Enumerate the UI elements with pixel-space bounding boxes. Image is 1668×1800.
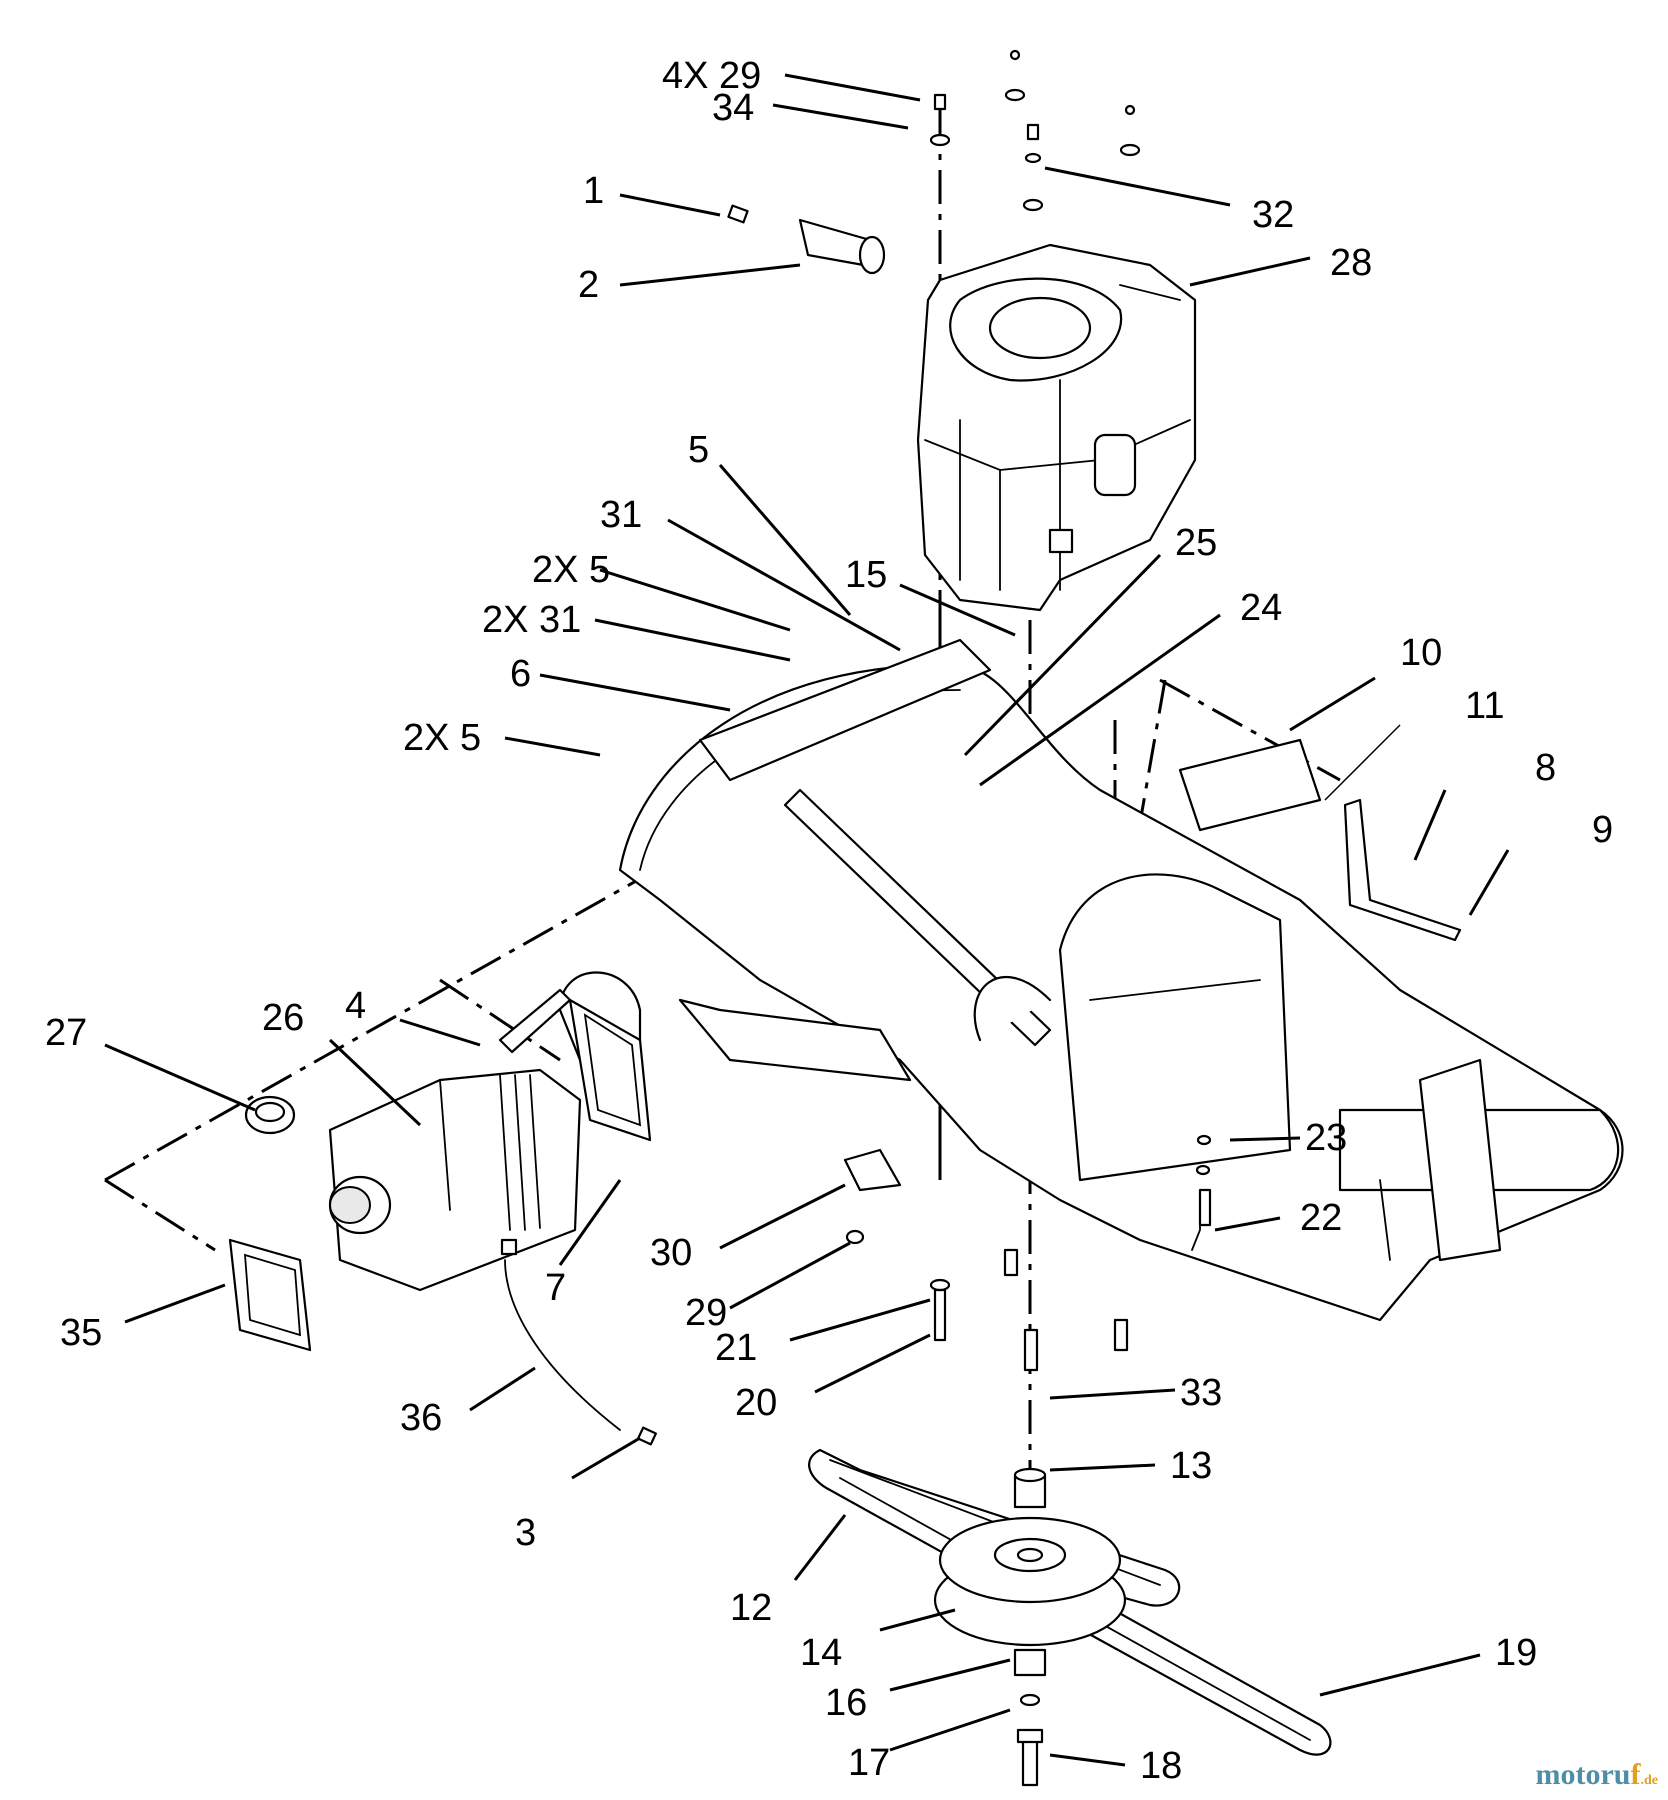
- callout-3: 3: [515, 1512, 536, 1554]
- callout-4: 4: [345, 985, 366, 1027]
- callout-24: 24: [1240, 587, 1282, 629]
- part-14-pulley: [933, 1516, 1127, 1647]
- part-10-plate: [1178, 738, 1322, 832]
- part-36-fuel-line: [500, 1238, 621, 1431]
- callout-32: 32: [1252, 194, 1294, 236]
- callout-36: 36: [400, 1397, 442, 1439]
- callout-16: 16: [825, 1682, 867, 1724]
- callout-17: 17: [848, 1742, 890, 1784]
- callout-8: 8: [1535, 747, 1556, 789]
- callout-25: 25: [1175, 522, 1217, 564]
- part-9-bracket: [1343, 798, 1462, 942]
- part-27-fuel-cap: [244, 1095, 296, 1135]
- callout-26: 26: [262, 997, 304, 1039]
- callout-19: 19: [1495, 1632, 1537, 1674]
- callout-27: 27: [45, 1012, 87, 1054]
- part-1-screw: [727, 204, 749, 224]
- callout-34: 34: [712, 87, 754, 129]
- part-2-tube: [798, 218, 886, 275]
- part-22-rod: [1191, 1164, 1211, 1251]
- callout-4x29: 4X 29: [662, 55, 761, 97]
- watermark-brand: motoru: [1535, 1758, 1631, 1791]
- part-16-17-18-bolt: [1013, 1648, 1047, 1787]
- part-7-bracket: [568, 998, 652, 1142]
- part-4-strap: [498, 988, 572, 1054]
- callout-9: 9: [1592, 809, 1613, 851]
- part-26-fuel-tank: [328, 1068, 582, 1292]
- callout-30: 30: [650, 1232, 692, 1274]
- watermark-tld: .de: [1640, 1773, 1659, 1788]
- callout-14: 14: [800, 1632, 842, 1674]
- callout-2x5-upper: 2X 5: [532, 549, 610, 591]
- callout-2x31: 2X 31: [482, 599, 581, 641]
- callout-7: 7: [545, 1267, 566, 1309]
- callout-11: 11: [1465, 685, 1504, 727]
- motoruf-watermark: motoruf.de: [1536, 1758, 1658, 1792]
- callout-31: 31: [600, 494, 642, 536]
- part-35-bracket: [228, 1238, 312, 1352]
- chassis-frame: [558, 638, 1624, 1322]
- callout-35: 35: [60, 1312, 102, 1354]
- callout-15: 15: [845, 554, 887, 596]
- callout-13: 13: [1170, 1445, 1212, 1487]
- part-28-engine: [916, 243, 1197, 612]
- callout-2: 2: [578, 264, 599, 306]
- callout-33: 33: [1180, 1372, 1222, 1414]
- top-fasteners: [929, 49, 1141, 212]
- callout-20: 20: [735, 1382, 777, 1424]
- part-3-clamp: [637, 1426, 657, 1446]
- callout-12: 12: [730, 1587, 772, 1629]
- leader-lines: [104, 73, 1510, 1767]
- callout-22: 22: [1300, 1197, 1342, 1239]
- callout-5: 5: [688, 429, 709, 471]
- callout-18: 18: [1140, 1745, 1182, 1787]
- callout-23: 23: [1305, 1117, 1347, 1159]
- callout-6: 6: [510, 653, 531, 695]
- callout-2x5-lower: 2X 5: [403, 717, 481, 759]
- lower-hardware: [843, 1134, 1212, 1372]
- part-13-spacer: [1013, 1467, 1047, 1509]
- callout-21: 21: [715, 1327, 757, 1369]
- watermark-f: f: [1630, 1758, 1641, 1791]
- callout-1: 1: [583, 170, 604, 212]
- callout-10: 10: [1400, 632, 1442, 674]
- callout-28: 28: [1330, 242, 1372, 284]
- callout-29: 29: [685, 1292, 727, 1334]
- callout-labels: 4X 29 34 1 2 32 28 5 31 2X 5 2X 31 6 2X …: [45, 55, 1613, 1787]
